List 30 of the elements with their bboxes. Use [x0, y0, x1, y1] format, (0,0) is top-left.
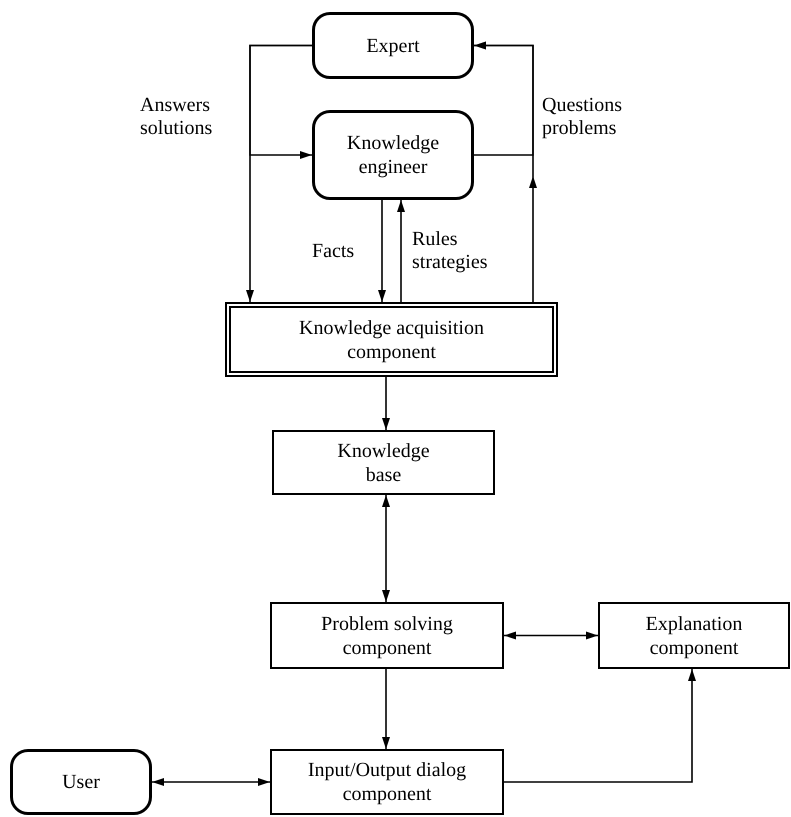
box-text: User	[62, 770, 100, 794]
process-box	[270, 602, 504, 669]
arrow	[378, 200, 386, 302]
process-box	[272, 430, 495, 495]
arrow	[249, 44, 312, 159]
double-bordered-box	[225, 302, 558, 377]
process-box	[10, 749, 152, 815]
arrow	[397, 200, 405, 302]
edge-label: Questions problems	[542, 94, 623, 140]
process-box	[312, 12, 474, 79]
process-box	[312, 110, 474, 200]
box-text: Expert	[366, 34, 420, 58]
box-text: Knowledge acquisition component	[298, 316, 485, 364]
process-box	[270, 749, 504, 815]
edge-label: Facts	[312, 240, 356, 263]
arrow	[474, 42, 537, 302]
arrow	[504, 669, 696, 783]
arrow	[152, 778, 270, 786]
box-text: Explanation component	[644, 612, 744, 660]
box-text: Problem solving component	[320, 612, 454, 660]
arrow	[382, 669, 390, 749]
box-text: Knowledge base	[336, 438, 431, 486]
edge-label: Answers solutions	[140, 94, 214, 140]
arrow	[382, 495, 390, 602]
arrow	[382, 377, 390, 430]
arrow	[504, 632, 598, 640]
box-text: Input/Output dialog component	[306, 758, 468, 806]
edge-label: Rules strategies	[412, 228, 489, 274]
process-box	[598, 602, 790, 669]
box-text: Knowledge engineer	[346, 131, 440, 179]
